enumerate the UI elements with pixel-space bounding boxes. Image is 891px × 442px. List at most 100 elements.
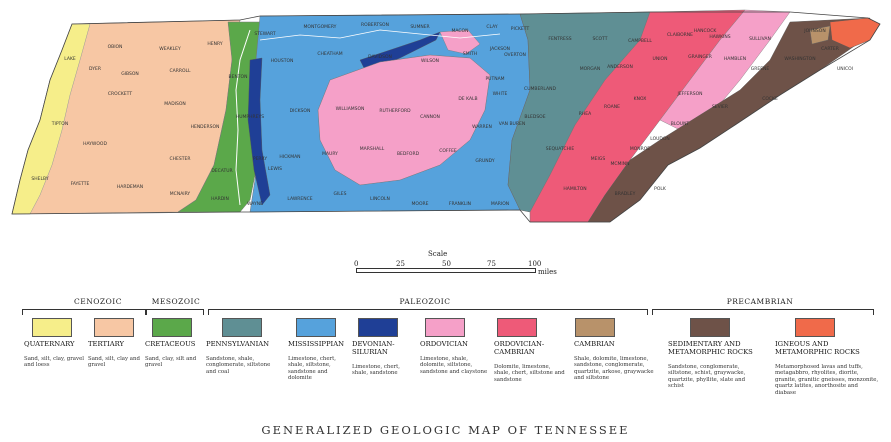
legend-desc-ordovician-cambrian: Dolomite, limestone, shale, chert, silts…	[494, 364, 565, 383]
legend-swatch-tertiary	[94, 318, 134, 337]
county-label-fayette: FAYETTE	[71, 181, 90, 187]
county-label-loudon: LOUDON	[650, 136, 670, 142]
county-label-lewis: LEWIS	[268, 166, 282, 172]
county-label-dyer: DYER	[89, 66, 101, 72]
county-label-coffee: COFFEE	[439, 148, 457, 154]
county-label-lawrence: LAWRENCE	[287, 196, 312, 202]
era-cenozoic: CENOZOIC	[74, 297, 122, 306]
county-label-morgan: MORGAN	[580, 66, 600, 72]
county-label-montgomery: MONTGOMERY	[304, 24, 337, 30]
county-label-putnam: PUTNAM	[485, 76, 504, 82]
county-label-clay: CLAY	[486, 24, 497, 30]
scale-tick-0: 0	[354, 260, 359, 268]
county-label-obion: OBION	[108, 44, 123, 50]
county-label-lincoln: LINCOLN	[370, 196, 390, 202]
legend-desc-mississippian: Limestone, chert, shale, siltstone, sand…	[288, 356, 337, 382]
county-label-hawkins: HAWKINS	[709, 34, 730, 40]
county-label-macon: MACON	[452, 28, 469, 34]
county-label-roane: ROANE	[604, 104, 620, 110]
legend-swatch-mississippian	[296, 318, 336, 337]
county-label-grainger: GRAINGER	[688, 54, 712, 60]
county-label-washington: WASHINGTON	[784, 56, 815, 62]
county-label-weakley: WEAKLEY	[159, 46, 181, 52]
map-title: GENERALIZED GEOLOGIC MAP OF TENNESSEE	[261, 423, 630, 437]
county-label-chester: CHESTER	[170, 156, 191, 162]
county-label-wilson: WILSON	[421, 58, 439, 64]
county-label-cumberland: CUMBERLAND	[524, 86, 556, 92]
county-label-hardeman: HARDEMAN	[117, 184, 143, 190]
county-label-henderson: HENDERSON	[191, 124, 220, 130]
legend-desc-ordovician: Limestone, shale, dolomite, siltstone, s…	[420, 356, 488, 375]
state-outline	[11, 11, 881, 223]
county-label-moore: MOORE	[412, 201, 429, 207]
county-label-union: UNION	[653, 56, 668, 62]
river-tennessee	[235, 29, 251, 206]
county-label-wayne: WAYNE	[247, 201, 263, 207]
legend-name-mississippian: MISSISSIPPIAN	[288, 340, 345, 348]
county-label-marshall: MARSHALL	[360, 146, 385, 152]
legend-swatch-sedimentary-metamorphic	[690, 318, 730, 337]
legend-desc-igneous-metamorphic: Metamorphosed lavas and tuffs, metagabbr…	[775, 364, 879, 396]
county-label-mcminn: MCMINN	[611, 161, 630, 167]
county-label-hamblen: HAMBLEN	[724, 56, 746, 62]
legend-desc-devonian-silurian: Limestone, chert, shale, sandstone	[352, 364, 401, 377]
county-label-hickman: HICKMAN	[279, 154, 300, 160]
legend-name-quaternary: QUATERNARY	[24, 340, 75, 348]
county-label-hancock: HANCOCK	[694, 28, 718, 34]
bracket-precambrian	[652, 309, 874, 315]
bracket-cenozoic	[22, 309, 146, 315]
county-label-fentress: FENTRESS	[548, 36, 571, 42]
legend-desc-tertiary: Sand, silt, clay and gravel	[88, 356, 140, 369]
bracket-paleozoic	[208, 309, 648, 315]
map-scale: Scale 0 25 50 75 100 miles	[350, 250, 560, 282]
legend-desc-cretaceous: Sand, clay, silt and gravel	[145, 356, 197, 369]
county-label-sumner: SUMNER	[410, 24, 429, 30]
scale-tick-50: 50	[442, 260, 451, 268]
legend-swatch-quaternary	[32, 318, 72, 337]
county-label-williamson: WILLIAMSON	[336, 106, 365, 112]
legend-desc-sedimentary-metamorphic: Sandstone, conglomerate, siltstone, schi…	[668, 364, 746, 390]
county-label-knox: KNOX	[634, 96, 647, 102]
legend-name-ordovician: ORDOVICIAN	[420, 340, 468, 348]
county-label-humphreys: HUMPHREYS	[236, 114, 264, 120]
county-label-rhea: RHEA	[579, 111, 592, 117]
county-label-davidson: DAVIDSON	[368, 54, 392, 60]
county-label-henry: HENRY	[207, 41, 222, 47]
county-label-grundy: GRUNDY	[475, 158, 494, 164]
county-label-dickson: DICKSON	[290, 108, 311, 114]
county-label-rutherford: RUTHERFORD	[379, 108, 411, 114]
county-label-franklin: FRANKLIN	[449, 201, 471, 207]
county-label-haywood: HAYWOOD	[83, 141, 107, 147]
county-label-hamilton: HAMILTON	[563, 186, 586, 192]
county-label-crockett: CROCKETT	[108, 91, 132, 97]
legend-name-igneous-metamorphic: IGNEOUS AND METAMORPHIC ROCKS	[775, 340, 860, 356]
county-label-van-buren: VAN BUREN	[499, 121, 525, 127]
legend-name-cretaceous: CRETACEOUS	[145, 340, 196, 348]
river-cumberland	[259, 29, 501, 41]
legend-swatch-cretaceous	[152, 318, 192, 337]
legend-desc-pennsylvanian: Sandstone, shale, conglomerate, siltston…	[206, 356, 271, 375]
county-label-polk: POLK	[654, 186, 667, 192]
scale-tick-75: 75	[487, 260, 496, 268]
legend-desc-quaternary: Sand, silt, clay, gravel and loess	[24, 356, 84, 369]
county-label-jackson: JACKSON	[489, 46, 510, 52]
county-label-robertson: ROBERTSON	[361, 22, 389, 28]
legend-swatch-cambrian	[575, 318, 615, 337]
county-label-decatur: DECATUR	[211, 168, 232, 174]
county-label-carroll: CARROLL	[169, 68, 191, 74]
county-label-overton: OVERTON	[504, 52, 526, 58]
era-paleozoic: PALEOZOIC	[399, 297, 451, 306]
county-label-unicoi: UNICOI	[837, 66, 853, 72]
county-label-gibson: GIBSON	[121, 71, 139, 77]
county-label-giles: GILES	[333, 191, 346, 197]
legend-name-cambrian: CAMBRIAN	[574, 340, 615, 348]
county-label-white: WHITE	[493, 91, 508, 97]
county-label-meigs: MEIGS	[591, 156, 606, 162]
county-label-cocke: COCKE	[762, 96, 778, 102]
county-label-de-kalb: DE KALB	[458, 96, 477, 102]
legend-name-ordovician-cambrian: ORDOVICIAN- CAMBRIAN	[494, 340, 545, 356]
county-label-jefferson: JEFFERSON	[676, 91, 702, 97]
county-label-bledsoe: BLEDSOE	[524, 114, 545, 120]
county-label-anderson: ANDERSON	[607, 64, 633, 70]
